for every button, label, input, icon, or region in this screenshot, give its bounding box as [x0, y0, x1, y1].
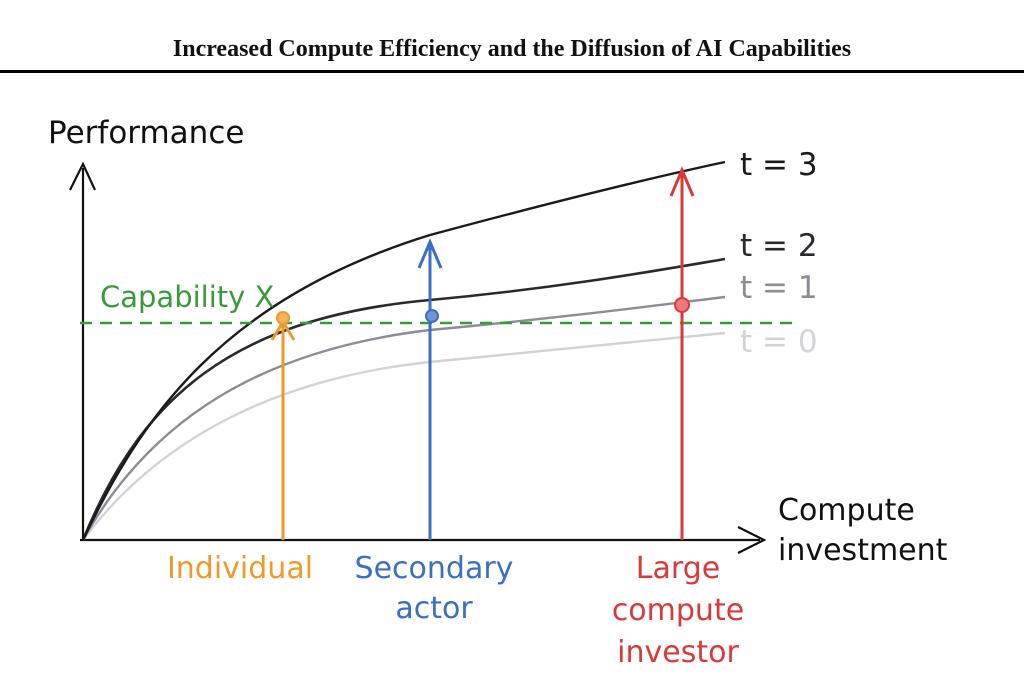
curve-label-t3: t = 3 — [740, 147, 818, 183]
curve-label-t0: t = 0 — [740, 324, 818, 360]
individual-point — [276, 311, 290, 325]
diagram-title: Increased Compute Efficiency and the Dif… — [172, 36, 852, 62]
actor-label-large-line3: investor — [617, 635, 739, 670]
secondary-arrowhead — [417, 238, 443, 269]
curve-t3 — [81, 160, 726, 541]
title-rule — [0, 70, 1024, 73]
curve-t0 — [82, 331, 726, 541]
actor-label-individual: Individual — [167, 551, 313, 586]
large-investor-arrowhead — [669, 166, 695, 197]
x-axis-label-line2: investment — [778, 533, 948, 568]
actor-label-secondary-line2: actor — [395, 591, 473, 626]
capability-threshold-label: Capability X — [100, 280, 274, 314]
x-axis-arrowhead — [737, 526, 767, 554]
actor-label-secondary-line1: Secondary — [355, 551, 514, 586]
y-axis-arrowhead — [69, 161, 96, 191]
actor-label-large-line2: compute — [612, 593, 744, 628]
y-axis-label: Performance — [48, 115, 244, 151]
x-axis-label-line1: Compute — [778, 493, 915, 528]
actor-label-large-line1: Large — [636, 551, 720, 586]
large-investor-point — [674, 297, 690, 313]
secondary-point — [425, 309, 439, 323]
curve-label-t1: t = 1 — [740, 270, 818, 306]
curve-t1 — [81, 295, 726, 541]
curve-label-t2: t = 2 — [740, 228, 818, 264]
